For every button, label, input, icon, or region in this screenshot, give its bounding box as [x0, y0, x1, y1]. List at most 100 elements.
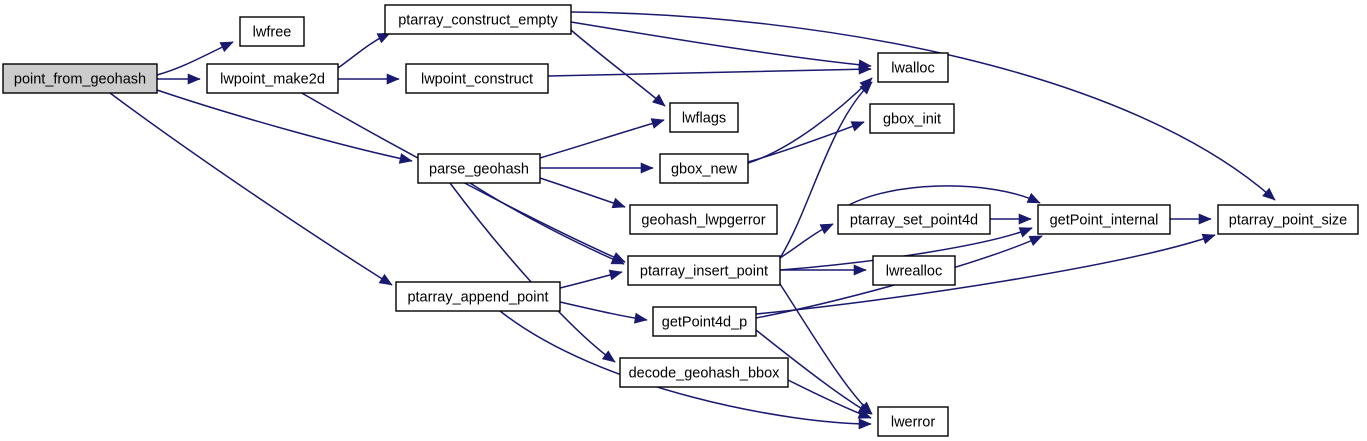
edge-arrowhead	[853, 264, 867, 276]
edge-arrowhead	[1026, 192, 1041, 204]
node-label-lwpoint_make2d: lwpoint_make2d	[220, 71, 325, 87]
node-label-ptarray_construct_empty: ptarray_construct_empty	[398, 12, 558, 28]
edge-arrowhead	[1028, 235, 1043, 246]
node-box-lwalloc[interactable]	[877, 52, 949, 83]
edge-arrowhead	[650, 118, 665, 129]
node-label-lwflags: lwflags	[682, 110, 726, 126]
node-box-gbox_init[interactable]	[869, 103, 955, 134]
node-label-lwerror: lwerror	[891, 414, 935, 430]
edge-parse_geohash-to-gbox_new	[540, 162, 654, 174]
node-box-lwrealloc[interactable]	[872, 255, 956, 286]
node-label-getPoint_internal: getPoint_internal	[1050, 212, 1159, 228]
node-box-getPoint_internal[interactable]	[1037, 204, 1171, 235]
edge-arrowhead	[857, 408, 872, 419]
graph-node-decode_geohash_bbox[interactable]: decode_geohash_bbox	[619, 357, 789, 388]
edge-getPoint4d_p-to-ptarray_point_size	[755, 233, 1216, 315]
edge-parse_geohash-to-ptarray_insert_point	[469, 182, 625, 265]
edge-arrowhead	[1018, 213, 1032, 225]
graph-node-getPoint_internal[interactable]: getPoint_internal	[1037, 204, 1171, 235]
edge-ptarray_insert_point-to-lwrealloc	[780, 264, 867, 276]
node-label-lwrealloc: lwrealloc	[886, 263, 942, 279]
edge-arrowhead	[850, 121, 865, 132]
edge-parse_geohash-to-lwflags	[539, 118, 665, 159]
edge-point_from_geohash-to-lwfree	[156, 41, 234, 76]
node-label-ptarray_insert_point: ptarray_insert_point	[640, 263, 768, 279]
node-label-lwalloc: lwalloc	[891, 60, 935, 76]
graph-node-ptarray_append_point[interactable]: ptarray_append_point	[395, 281, 561, 312]
graph-node-gbox_new[interactable]: gbox_new	[659, 153, 749, 184]
edge-arrowhead	[187, 73, 201, 85]
edge-arrowhead	[386, 73, 400, 85]
node-label-ptarray_point_size: ptarray_point_size	[1229, 212, 1348, 228]
node-box-decode_geohash_bbox[interactable]	[619, 357, 789, 388]
node-label-gbox_init: gbox_init	[883, 111, 941, 127]
graph-node-lwalloc[interactable]: lwalloc	[877, 52, 949, 83]
node-box-lwerror[interactable]	[877, 406, 949, 437]
edge-arrowhead	[378, 273, 393, 286]
node-box-getPoint4d_p[interactable]	[652, 306, 757, 337]
edge-arrowhead	[611, 197, 626, 209]
edge-arrowhead	[608, 269, 623, 281]
edge-ptarray_insert_point-to-ptarray_set_point4d	[779, 223, 834, 259]
graph-node-ptarray_insert_point[interactable]: ptarray_insert_point	[627, 255, 781, 286]
graph-node-parse_geohash[interactable]: parse_geohash	[417, 153, 541, 184]
edge-arrowhead	[219, 41, 234, 53]
node-label-decode_geohash_bbox: decode_geohash_bbox	[629, 365, 781, 381]
edge-point_from_geohash-to-parse_geohash	[156, 89, 413, 164]
edge-point_from_geohash-to-ptarray_append_point	[109, 92, 393, 286]
edge-point_from_geohash-to-lwpoint_make2d	[157, 73, 201, 85]
edge-arrowhead	[1201, 233, 1216, 245]
edge-arrowhead	[1198, 213, 1212, 225]
graph-node-point_from_geohash[interactable]: point_from_geohash	[2, 63, 158, 94]
node-box-ptarray_insert_point[interactable]	[627, 255, 781, 286]
node-box-ptarray_set_point4d[interactable]	[837, 204, 991, 235]
graph-node-lwflags[interactable]: lwflags	[669, 102, 739, 133]
graph-node-gbox_init[interactable]: gbox_init	[869, 103, 955, 134]
node-box-lwpoint_construct[interactable]	[405, 63, 549, 94]
graph-node-lwfree[interactable]: lwfree	[239, 16, 305, 47]
node-box-gbox_new[interactable]	[659, 153, 749, 184]
node-label-gbox_new: gbox_new	[671, 161, 738, 177]
graph-node-ptarray_set_point4d[interactable]: ptarray_set_point4d	[837, 204, 991, 235]
graph-node-lwrealloc[interactable]: lwrealloc	[872, 255, 956, 286]
edge-arrowhead	[610, 254, 625, 265]
edge-arrowhead	[652, 93, 666, 107]
node-box-ptarray_append_point[interactable]	[395, 281, 561, 312]
node-label-ptarray_set_point4d: ptarray_set_point4d	[850, 212, 978, 228]
edge-parse_geohash-to-geohash_lwpgerror	[539, 177, 626, 209]
node-box-ptarray_construct_empty[interactable]	[384, 4, 572, 35]
graph-node-getPoint4d_p[interactable]: getPoint4d_p	[652, 306, 757, 337]
node-label-lwpoint_construct: lwpoint_construct	[421, 71, 533, 87]
node-box-lwfree[interactable]	[239, 16, 305, 47]
edge-arrowhead	[398, 153, 413, 164]
graph-node-lwpoint_make2d[interactable]: lwpoint_make2d	[206, 63, 339, 94]
edge-arrowhead	[601, 350, 616, 363]
node-label-getPoint4d_p: getPoint4d_p	[662, 314, 747, 330]
edge-ptarray_set_point4d-to-getPoint_internal	[837, 185, 1041, 213]
graph-node-ptarray_construct_empty[interactable]: ptarray_construct_empty	[384, 4, 572, 35]
node-box-parse_geohash[interactable]	[417, 153, 541, 184]
node-box-ptarray_point_size[interactable]	[1217, 204, 1359, 235]
node-label-parse_geohash: parse_geohash	[429, 161, 529, 177]
graph-node-ptarray_point_size[interactable]: ptarray_point_size	[1217, 204, 1359, 235]
edge-arrowhead	[1018, 227, 1033, 238]
edge-parse_geohash-to-decode_geohash_bbox	[449, 182, 616, 363]
node-box-lwpoint_make2d[interactable]	[206, 63, 339, 94]
edge-gbox_new-to-lwalloc	[747, 77, 873, 164]
node-label-ptarray_append_point: ptarray_append_point	[407, 289, 548, 305]
edge-arrowhead	[640, 162, 654, 174]
graph-node-geohash_lwpgerror[interactable]: geohash_lwpgerror	[629, 204, 778, 235]
node-label-point_from_geohash: point_from_geohash	[14, 71, 146, 87]
edge-ptarray_insert_point-to-lwalloc	[779, 81, 873, 259]
edge-arrowhead	[376, 32, 391, 44]
node-box-point_from_geohash[interactable]	[2, 63, 158, 94]
edge-ptarray_set_point4d-to-getPoint_internal	[990, 213, 1032, 225]
edge-ptarray_append_point-to-lwerror	[499, 310, 872, 430]
edge-lwpoint_make2d-to-ptarray_construct_empty	[337, 32, 391, 69]
graph-node-lwpoint_construct[interactable]: lwpoint_construct	[405, 63, 549, 94]
graph-node-lwerror[interactable]: lwerror	[877, 406, 949, 437]
node-box-lwflags[interactable]	[669, 102, 739, 133]
edge-arrowhead	[1262, 187, 1276, 201]
node-box-geohash_lwpgerror[interactable]	[629, 204, 778, 235]
